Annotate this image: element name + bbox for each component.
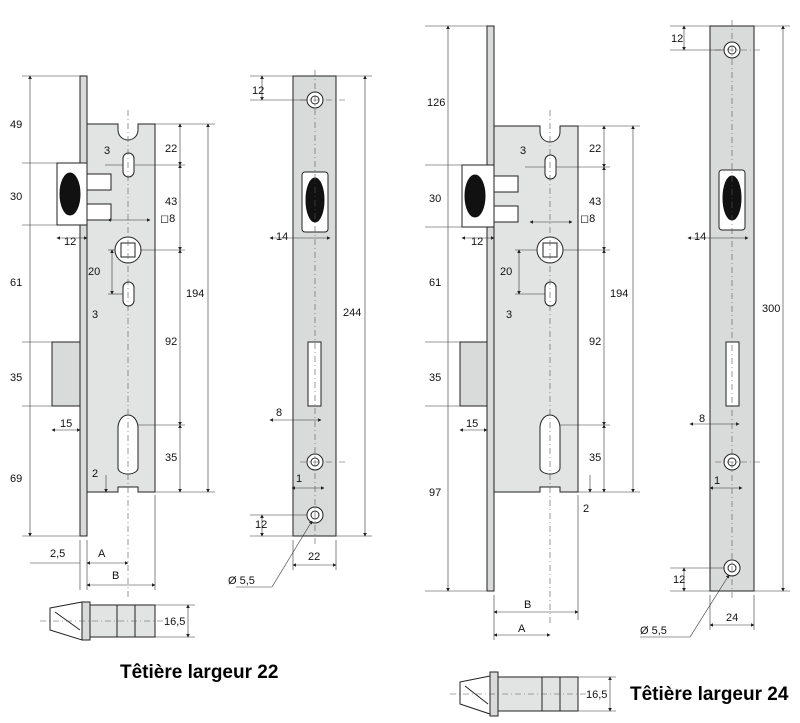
plate-24-dimensions [640,25,790,638]
dim-3-lower-right: 3 [506,309,512,321]
dim-A-right: A [518,623,526,635]
dim-92-right: 92 [589,336,601,348]
dim-35: 35 [10,372,22,384]
dim-16-5: 16,5 [164,616,185,628]
lock-body-24 [459,25,579,625]
latch-bevel-24 [464,174,486,218]
screw-slot-lower-24 [544,281,557,307]
dim-plate22-1: 1 [296,473,302,485]
dim-square-8: ◻8 [160,213,175,225]
dim-43: 43 [165,196,177,208]
dim-61: 61 [10,277,22,289]
dim-69: 69 [10,473,22,485]
dim-plate24-12-bottom: 12 [673,574,685,586]
lock-24-dimensions [425,25,640,640]
dim-plate22-diameter: Ø 5,5 [228,575,255,587]
dim-3-upper: 3 [104,145,110,157]
dim-plate22-width: 22 [308,551,320,563]
faceplate-22 [79,75,88,537]
deadbolt-24 [459,341,488,407]
dim-plate24-1: 1 [714,475,720,487]
dim-2-right: 2 [583,503,589,515]
dim-B-right: B [524,599,531,611]
dim-97: 97 [429,487,441,499]
dim-43-right: 43 [589,196,601,208]
dim-plate22-244: 244 [343,307,361,319]
lock-body-22 [51,75,156,600]
screw-slot-lower-22 [122,281,135,307]
caption-right: Têtière largeur 24 [630,684,789,705]
dim-22: 22 [165,143,177,155]
dim-2-5: 2,5 [50,548,65,560]
screw-slot-upper-22 [122,152,135,178]
dim-194: 194 [186,288,204,300]
dim-15-right: 15 [466,418,478,430]
lock-22-top-view [40,601,195,641]
dim-square-8-right: ◻8 [580,213,595,225]
dim-12: 12 [64,236,76,248]
dim-plate24-14: 14 [694,231,706,243]
dim-3-lower: 3 [92,309,98,321]
dim-plate22-12-top: 12 [252,85,264,97]
dim-plate22-8: 8 [276,407,282,419]
dim-20: 20 [88,266,100,278]
dim-plate24-12-top: 12 [671,33,683,45]
dim-22-right: 22 [589,143,601,155]
dim-30-right: 30 [429,193,441,205]
dim-15: 15 [60,418,72,430]
dim-A: A [98,548,106,560]
dim-plate22-14: 14 [276,231,288,243]
dim-35-right: 35 [429,372,441,384]
dim-194-right: 194 [610,288,628,300]
dim-92: 92 [165,336,177,348]
dim-12-right: 12 [471,236,483,248]
dim-B: B [112,570,119,582]
dim-3-upper-right: 3 [520,145,526,157]
dim-20-right: 20 [500,266,512,278]
plate-22-dimensions [236,75,372,588]
dim-61-right: 61 [429,277,441,289]
dim-plate24-8: 8 [699,413,705,425]
dim-plate24-300: 300 [762,303,780,315]
dim-35-lower-right: 35 [589,452,601,464]
dim-30: 30 [10,191,22,203]
dim-plate24-width: 24 [726,612,738,624]
screw-slot-upper-24 [544,154,557,180]
dim-35-lower: 35 [165,452,177,464]
strike-plate-22 [292,70,345,545]
dim-plate22-12-bottom: 12 [255,519,267,531]
dim-16-5-right: 16,5 [586,689,607,701]
dim-126: 126 [427,97,445,109]
latch-bevel-22 [59,172,81,216]
lock-22-dimensions [22,75,215,590]
dim-plate24-diameter: Ø 5,5 [640,625,667,637]
strike-plate-24 [709,20,762,600]
dim-49: 49 [10,119,22,131]
caption-left: Têtière largeur 22 [120,662,278,683]
deadbolt-22 [51,341,81,407]
faceplate-24 [486,25,495,592]
lock-24-top-view [450,671,616,717]
dim-2: 2 [92,468,98,480]
